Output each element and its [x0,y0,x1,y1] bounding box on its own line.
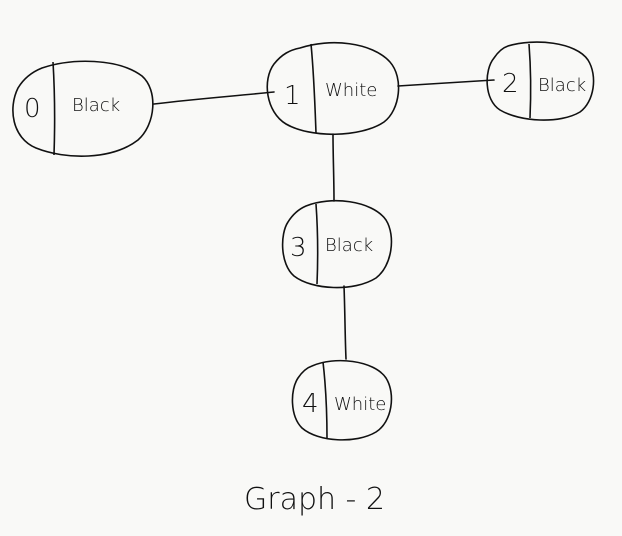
node-divider [322,361,328,439]
node-id: 3 [290,233,307,263]
graph-node-2: 2 Black [486,41,595,121]
edge-3-4 [343,285,347,360]
edge-0-1 [153,91,275,105]
graph-node-1: 1 White [266,41,400,136]
node-divider [315,203,319,285]
node-id: 1 [284,81,301,111]
node-outline [12,60,154,157]
graph-node-4: 4 White [291,359,393,441]
edge-1-3 [332,133,335,202]
node-id: 2 [502,69,519,99]
node-color-label: White [334,394,386,415]
graph-caption: Graph - 2 [244,482,385,517]
node-color-label: White [325,80,377,101]
node-divider [310,43,317,134]
node-divider [52,61,56,156]
node-color-label: Black [325,235,373,256]
node-id: 0 [24,94,41,124]
graph-node-3: 3 Black [281,200,393,289]
node-color-label: Black [538,75,586,96]
node-id: 4 [302,389,319,419]
edge-1-2 [397,79,495,87]
node-color-label: Black [72,95,120,116]
graph-node-0: 0 Black [12,60,154,157]
node-divider [528,43,532,119]
node-outline [486,41,595,121]
node-outline [266,41,400,136]
node-outline [291,359,393,441]
node-outline [281,200,393,289]
